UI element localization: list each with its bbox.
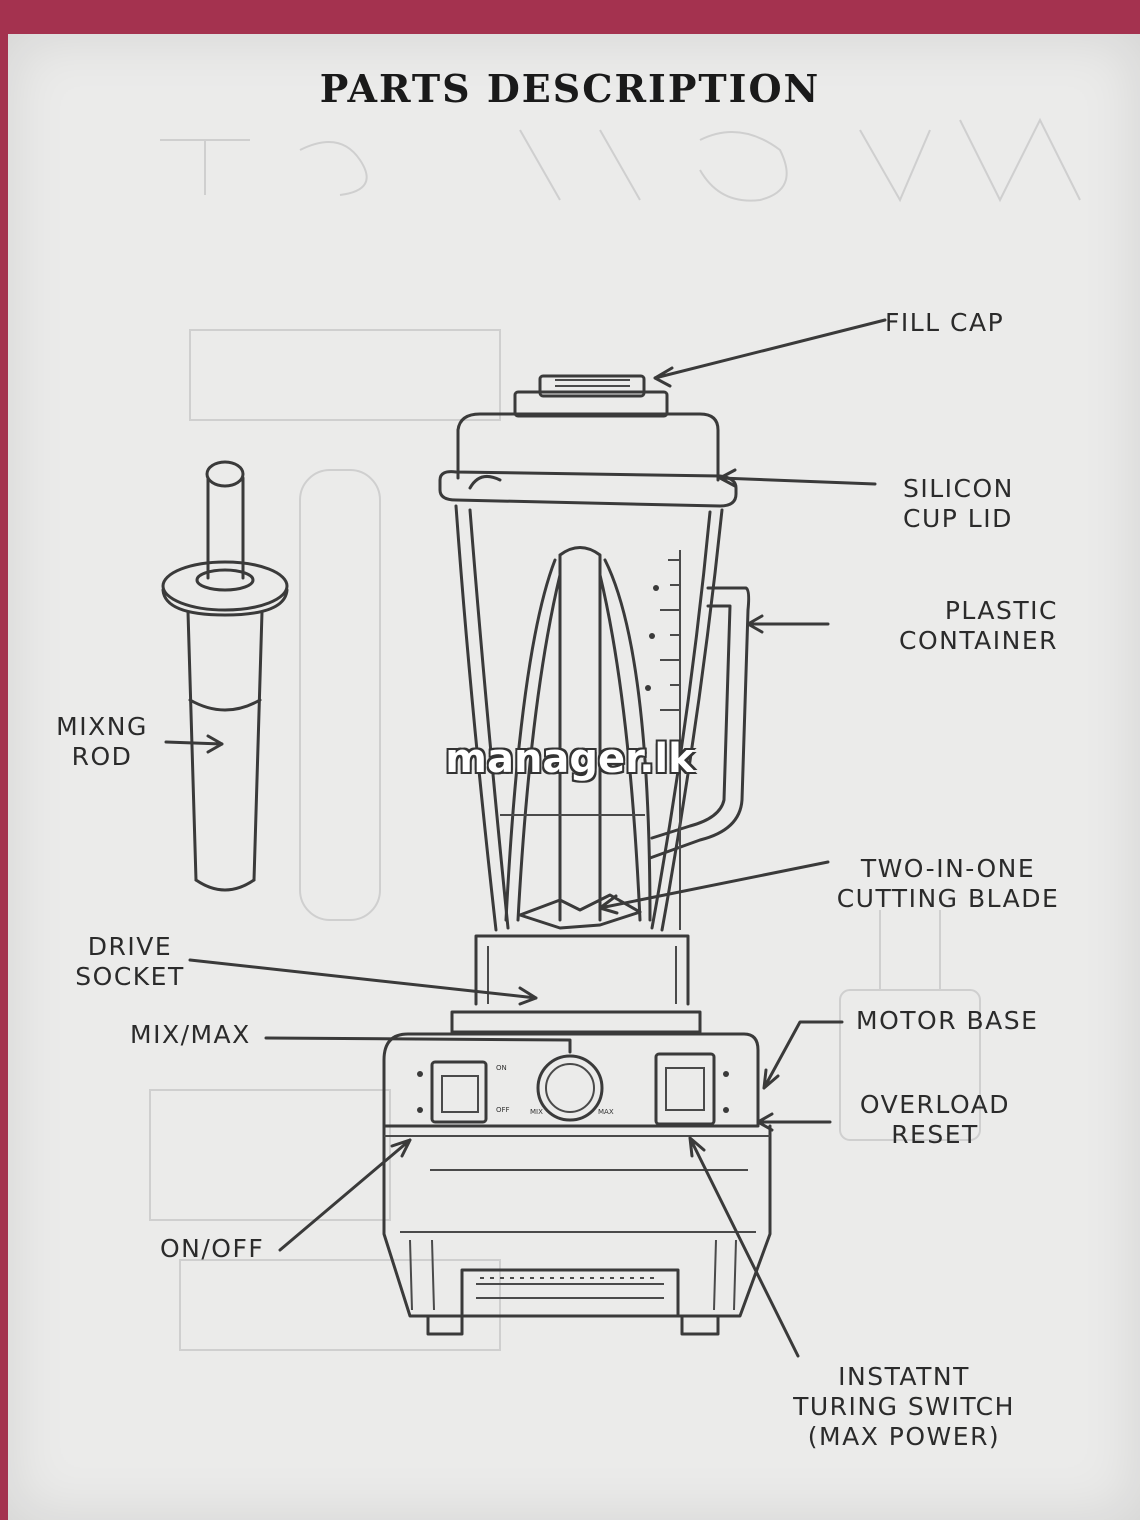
plastic-container-label: PLASTIC CONTAINER <box>898 596 1058 655</box>
instant-switch-label: INSTATNT TURING SWITCH (MAX POWER) <box>793 1362 1015 1451</box>
on-off-label: ON/OFF <box>160 1234 265 1263</box>
bleed-through-marks <box>149 117 1081 1351</box>
blender-jar-drawing <box>438 374 751 1034</box>
page-title: PARTS DESCRIPTION <box>319 66 821 111</box>
watermark: manager.lk <box>445 736 695 782</box>
panel-max-mark: MAX <box>598 1108 614 1116</box>
motor-base-label: MOTOR BASE <box>856 1006 1039 1035</box>
leader-lines <box>164 318 887 1358</box>
mixing-rod-drawing <box>161 460 289 892</box>
panel-mix-mark: MIX <box>530 1108 543 1116</box>
silicon-cup-lid-label: SILICON CUP LID <box>903 474 1014 533</box>
motor-base-drawing <box>382 1032 772 1336</box>
mixing-rod-label: MIXNG ROD <box>56 712 148 771</box>
fill-cap-label: FILL CAP <box>885 308 1005 337</box>
paper-sheet <box>8 34 1140 1520</box>
cutting-blade-label: TWO-IN-ONE CUTTING BLADE <box>836 854 1060 913</box>
panel-off-mark: OFF <box>496 1106 510 1114</box>
mix-max-label: MIX/MAX <box>130 1020 251 1049</box>
overload-reset-label: OVERLOAD RESET <box>859 1090 1011 1149</box>
drive-socket-label: DRIVE SOCKET <box>75 932 185 991</box>
panel-on-mark: ON <box>496 1064 507 1072</box>
